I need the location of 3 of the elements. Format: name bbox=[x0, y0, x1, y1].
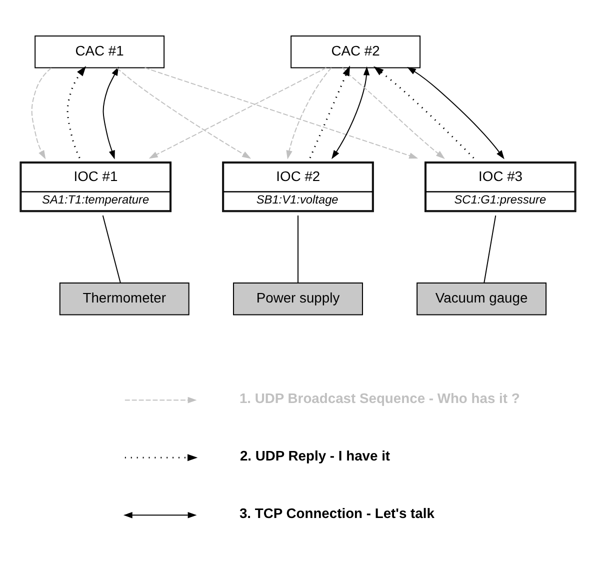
legend-label: 1. UDP Broadcast Sequence - Who has it ? bbox=[239, 389, 520, 406]
legend-label: 3. TCP Connection - Let's talk bbox=[239, 504, 434, 520]
legend-label: 2. UDP Reply - I have it bbox=[240, 446, 390, 463]
